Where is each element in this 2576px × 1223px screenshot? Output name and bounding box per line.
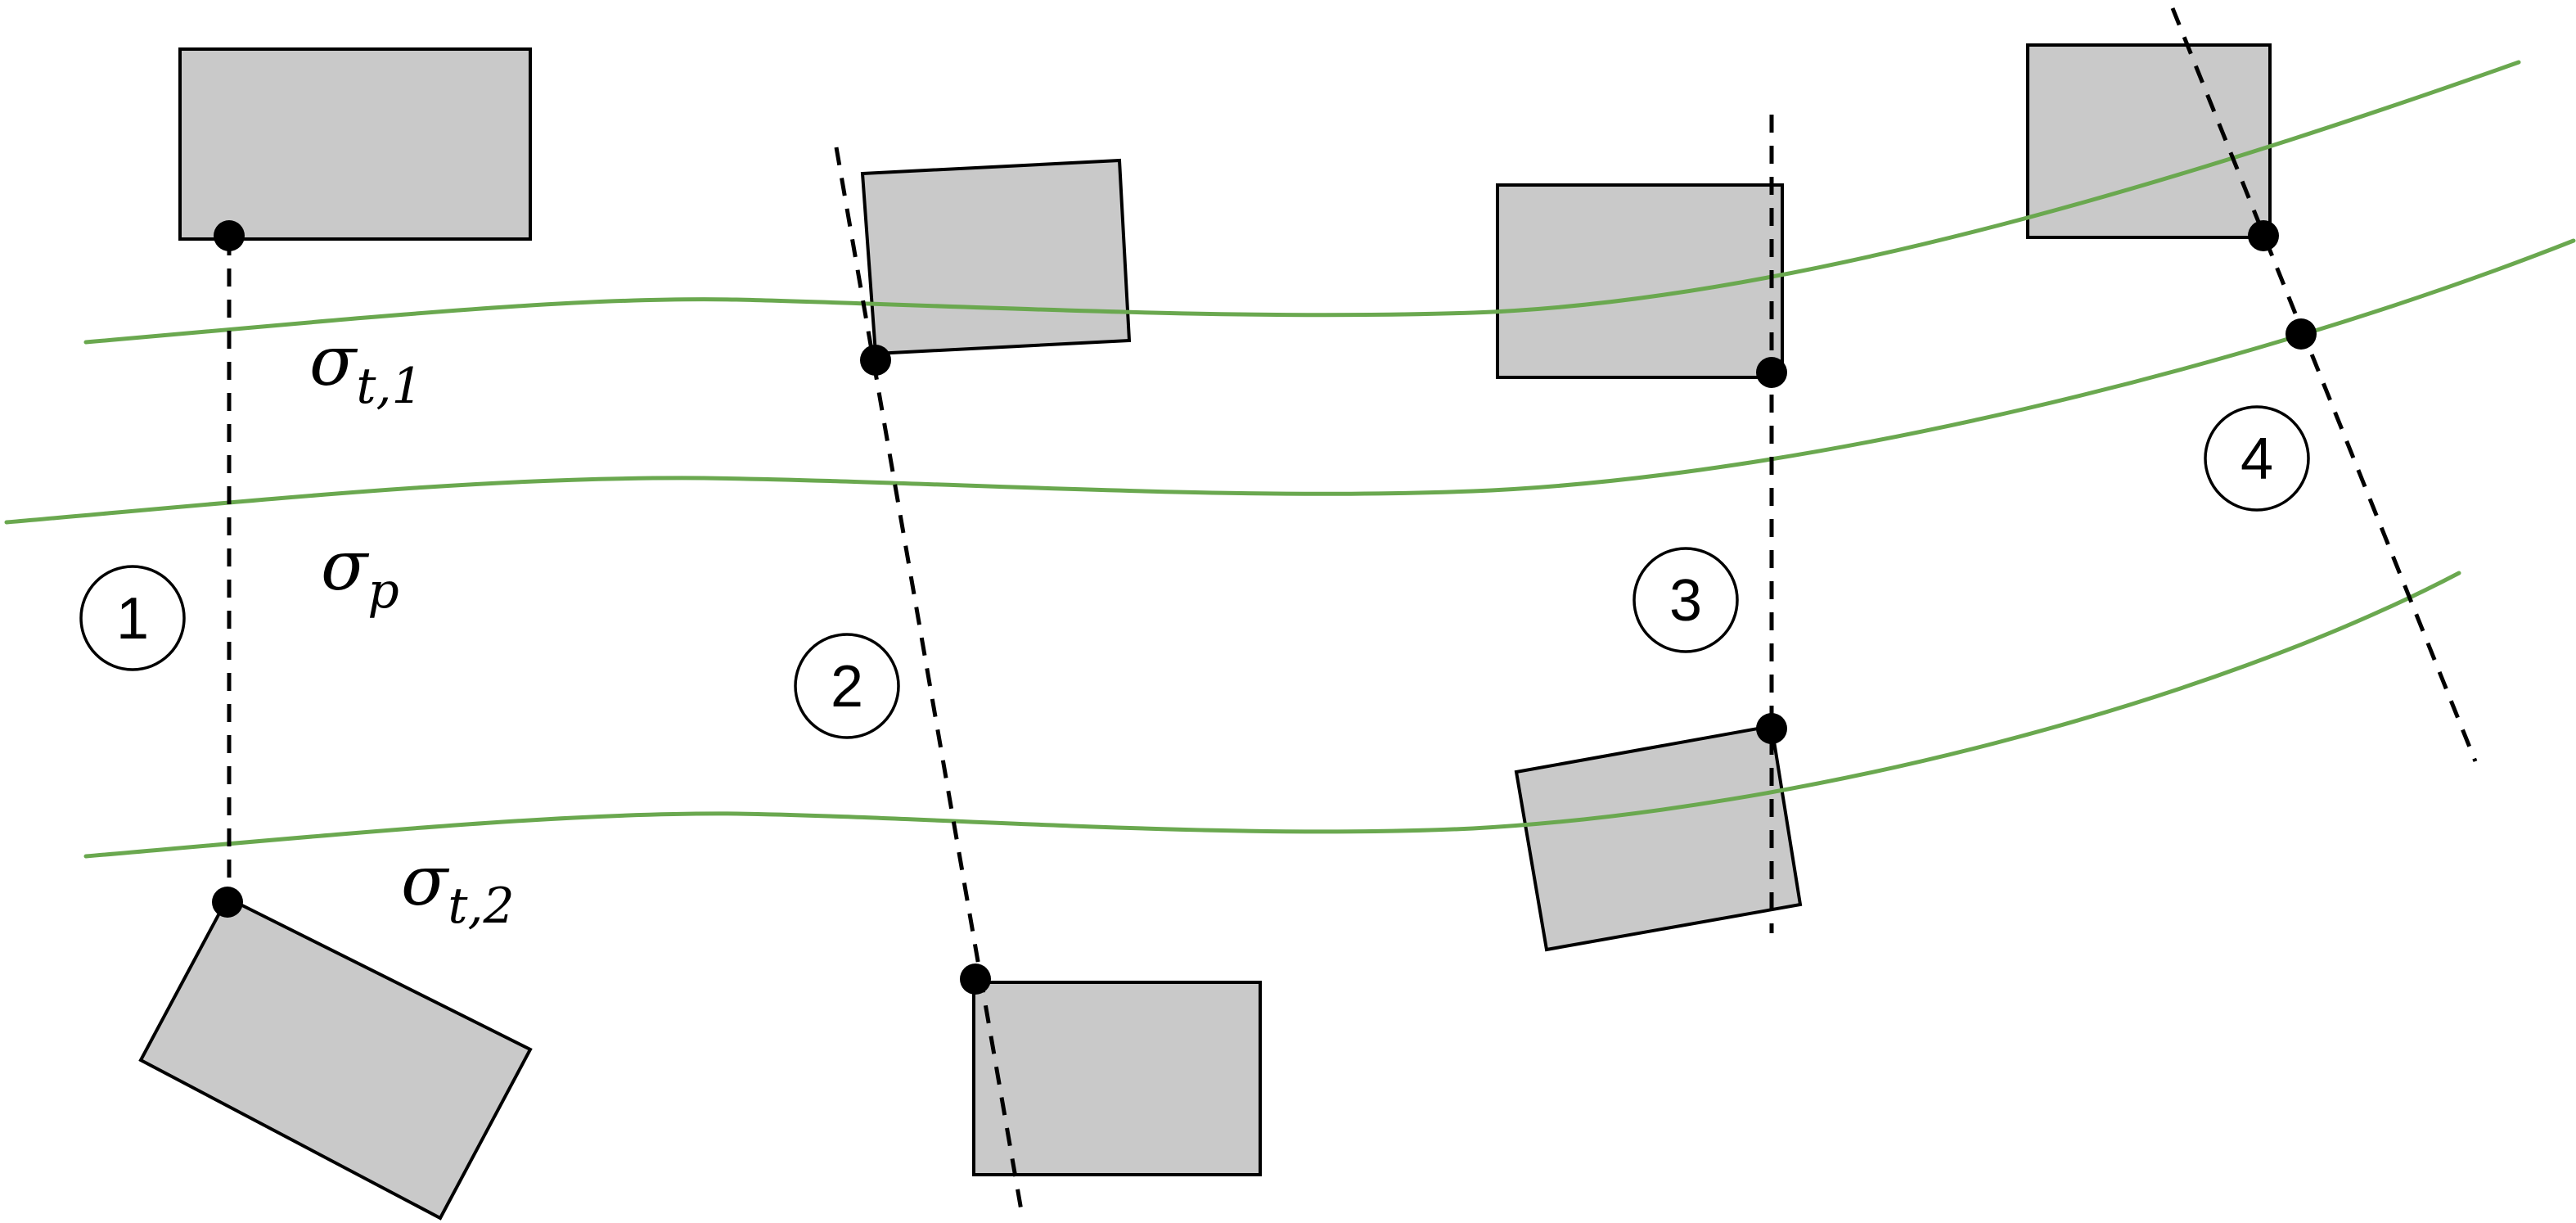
case-number-4: 4 (2240, 426, 2273, 492)
label-sigma-t2: σt,2 (401, 841, 515, 935)
case-marker-3: 3 (1633, 547, 1739, 653)
case-marker-2: 2 (794, 633, 900, 739)
label-sigma-t2-sub: t,2 (448, 878, 514, 935)
block-2-upper (860, 158, 1132, 356)
point-3-upper (1756, 357, 1787, 388)
point-4-upper (2248, 220, 2279, 251)
label-sigma-p: σp (321, 526, 399, 620)
point-2-lower (960, 964, 991, 995)
label-sigma-p-sub: p (367, 562, 399, 620)
point-2-upper (860, 345, 891, 376)
label-sigma-t1: σt,1 (309, 321, 423, 415)
block-1-upper (178, 47, 532, 241)
label-sigma-t2-base: σ (401, 841, 450, 921)
case-marker-4: 4 (2204, 405, 2310, 512)
block-2-lower (972, 981, 1262, 1176)
dashed-line-2 (834, 147, 1025, 1221)
curve-sigma-t2 (83, 571, 2461, 859)
case-number-1: 1 (116, 586, 149, 652)
block-3-lower (1514, 724, 1803, 952)
case-marker-1: 1 (79, 565, 186, 671)
block-1-lower (138, 896, 533, 1221)
point-4-lower (2286, 318, 2317, 350)
case-number-3: 3 (1669, 568, 1702, 634)
case-number-2: 2 (831, 654, 863, 720)
dashed-line-4 (2170, 7, 2478, 762)
curve-sigma-t1 (83, 60, 2521, 345)
curve-sigma-p (4, 238, 2576, 525)
label-sigma-t1-sub: t,1 (356, 358, 422, 415)
point-1-lower (212, 887, 243, 918)
label-sigma-p-base: σ (321, 526, 370, 606)
label-sigma-t1-base: σ (309, 321, 358, 401)
point-3-lower (1756, 713, 1787, 744)
point-1-upper (214, 220, 245, 251)
